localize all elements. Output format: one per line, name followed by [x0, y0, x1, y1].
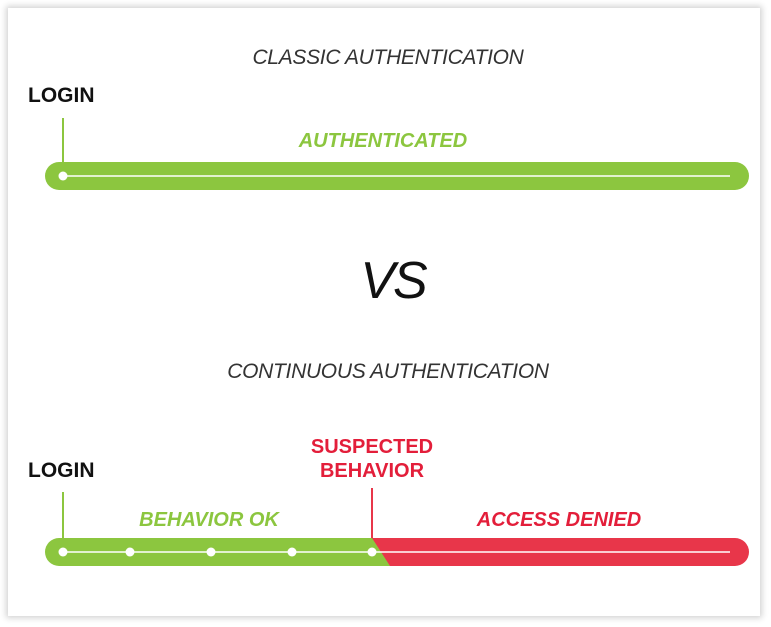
continuous-heading: CONTINUOUS AUTHENTICATION: [227, 360, 549, 383]
continuous-login-label: LOGIN: [28, 459, 95, 482]
vs-label: VS: [360, 252, 427, 310]
checkpoint-dot-suspected: [367, 547, 377, 557]
checkpoint-dot-3: [206, 547, 216, 557]
access-denied-label: ACCESS DENIED: [476, 509, 642, 531]
behavior-ok-label: BEHAVIOR OK: [139, 509, 279, 531]
classic-login-point: [58, 171, 68, 181]
checkpoint-dot-4: [287, 547, 297, 557]
checkpoint-dot-2: [125, 547, 135, 557]
checkpoint-dot-login: [58, 547, 68, 557]
authenticated-label: AUTHENTICATED: [298, 130, 468, 152]
diagram-frame: [8, 8, 760, 616]
suspected-behavior-label: SUSPECTED BEHAVIOR: [310, 436, 434, 482]
classic-login-label: LOGIN: [28, 84, 95, 107]
classic-heading: CLASSIC AUTHENTICATION: [252, 46, 524, 69]
